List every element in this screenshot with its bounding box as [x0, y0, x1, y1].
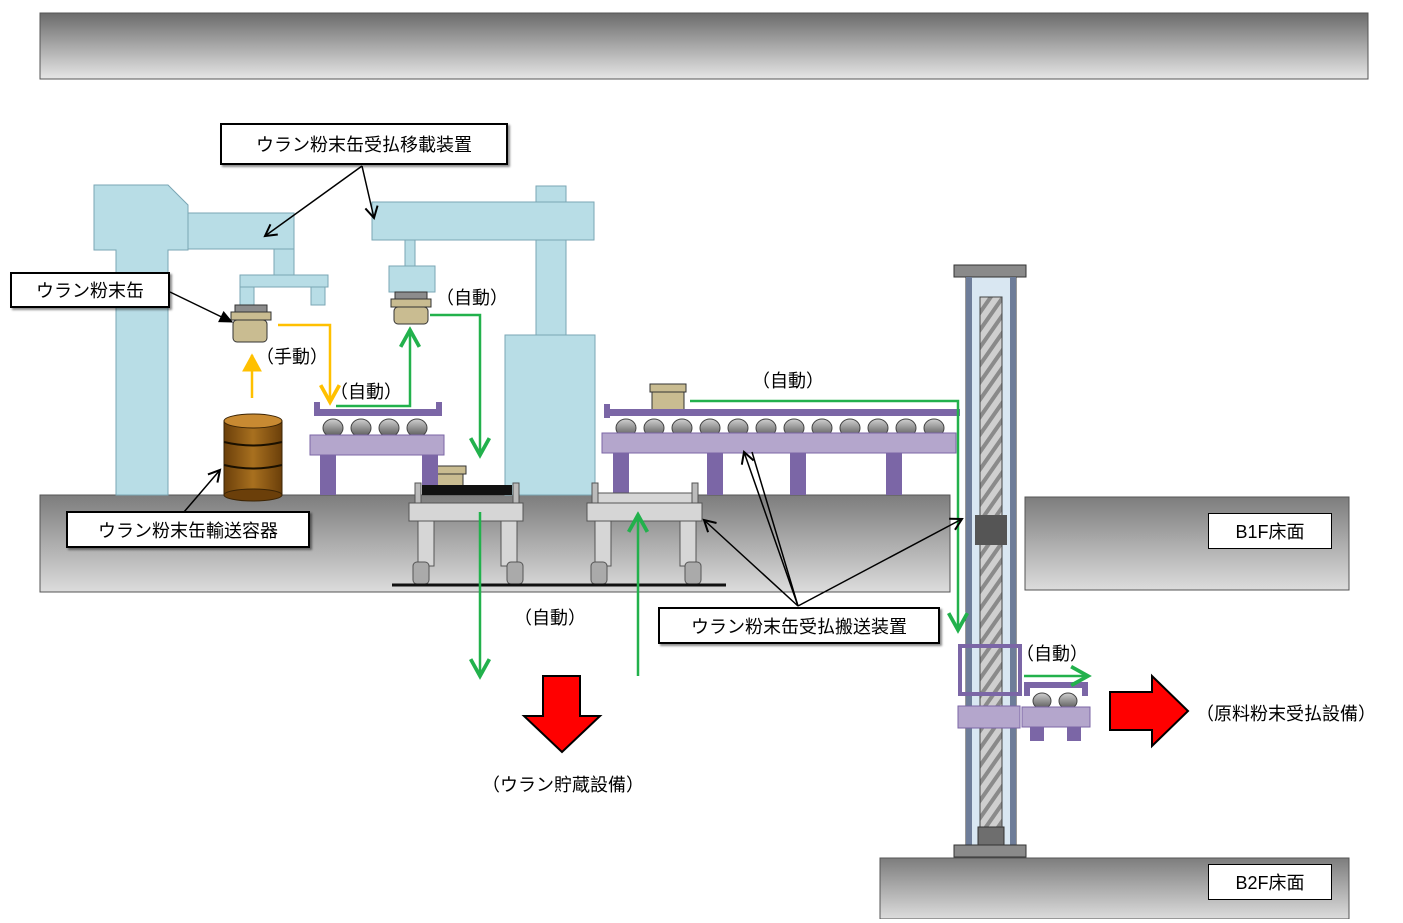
auto-label-robot: （自動）	[436, 288, 508, 309]
auto-label-long-conveyor: （自動）	[752, 371, 824, 392]
raw-powder-outlet-arrow	[1109, 673, 1190, 749]
small-roller-conveyor	[309, 402, 445, 495]
auto-conveyor-to-robot-arrow	[336, 330, 410, 408]
leader-conveyor-2	[740, 450, 799, 607]
long-roller-conveyor	[601, 404, 960, 495]
can-auto-robot	[390, 291, 432, 325]
vertical-lift-tower	[953, 264, 1027, 858]
leader-transfer-right	[361, 165, 379, 221]
leader-container	[183, 468, 222, 513]
transfer-device-label: ウラン粉末缶受払移載装置	[220, 123, 508, 165]
lift-cage	[957, 644, 1022, 729]
leader-conveyor-1	[702, 518, 799, 607]
auto-robot-to-cart-arrow	[430, 313, 480, 455]
ceiling-slab	[39, 12, 1369, 80]
transport-container-drum	[223, 413, 283, 502]
raw-powder-label: （原料粉末受払設備）	[1196, 704, 1376, 725]
uranium-storage-label: （ウラン貯蔵設備）	[482, 775, 644, 796]
leader-powder-can	[169, 291, 234, 323]
storage-outlet-arrow	[521, 675, 603, 754]
auto-long-conveyor-to-lift-arrow	[690, 399, 958, 630]
b2f-floor-label: B2F床面	[1208, 864, 1332, 900]
manual-to-conveyor-arrow	[278, 323, 330, 402]
can-on-long-conveyor	[649, 383, 687, 411]
leader-conveyor-4	[797, 517, 964, 607]
manual-label: （手動）	[256, 347, 328, 368]
auto-label-lift: （自動）	[1016, 644, 1088, 665]
leader-conveyor-3	[751, 451, 799, 607]
transport-container-label: ウラン粉末缶輸送容器	[66, 511, 310, 548]
left-transfer-robot	[93, 184, 329, 496]
conveyor-device-label: ウラン粉末缶受払搬送装置	[658, 607, 940, 644]
auto-label-small-conveyor: （自動）	[330, 382, 402, 403]
exit-roller-conveyor	[1021, 682, 1091, 741]
powder-can-label: ウラン粉末缶	[10, 272, 170, 308]
can-manual-robot	[230, 304, 272, 343]
transport-cart-1	[408, 482, 524, 585]
right-transfer-robot	[371, 185, 596, 496]
auto-label-cart: （自動）	[514, 608, 586, 629]
b1f-floor-label: B1F床面	[1208, 513, 1332, 549]
leader-transfer-left	[263, 165, 363, 238]
